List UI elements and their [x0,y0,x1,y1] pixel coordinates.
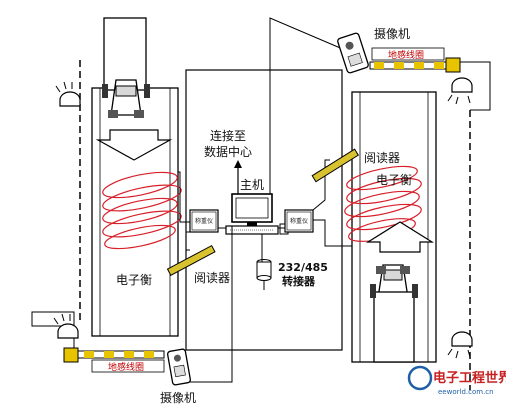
traffic-light-icon [447,77,473,105]
induction-coil-right [344,165,422,242]
traffic-light-icon [53,313,79,339]
loop-bottom-box [91,359,165,373]
barrier-gate-top [369,57,461,73]
eeworld-logo-icon [407,365,433,391]
reader-left-icon [166,244,216,276]
direction-arrow-down-icon [95,129,173,161]
watermark-url: eeworld.com.cn [438,388,494,396]
traffic-light-icon [55,81,81,107]
watermark-title: 电子工程世界 [433,370,506,386]
left-platform [91,87,179,337]
connect-label-line1: 连接至 [210,128,246,143]
reader-left-label: 阅读器 [194,271,230,285]
weighing-indicator-right-label: 称重仪 [290,217,308,225]
arrow-up-icon [234,160,242,168]
host-computer-icon [225,193,289,235]
eeworld-watermark: 电子工程世界 eeworld.com.cn [407,365,506,396]
converter-icon [256,259,272,290]
loop-bottom-label: 地感线圈 [108,361,144,373]
left-lane [91,17,182,337]
camera-bottom-label: 摄像机 [160,390,196,405]
truck-icon [370,264,418,363]
weighing-indicator-left: 称重仪 [189,209,219,233]
scale-right-label: 电子衡 [376,173,412,187]
direction-arrow-up-icon [365,221,435,253]
induction-coil-left [102,171,182,250]
camera-top-label: 摄像机 [374,26,410,41]
weighing-indicator-right: 称重仪 [284,209,314,233]
scale-left-label: 电子衡 [116,273,152,287]
weighing-indicator-left-label: 称重仪 [195,217,213,225]
loop-top-box [371,47,445,61]
truck-icon [102,17,150,118]
converter-label-line1: 232/485 [278,261,328,274]
connect-label-line2: 数据中心 [204,144,252,159]
traffic-light-icon [447,331,473,359]
reader-right-icon [311,148,360,183]
host-label: 主机 [240,178,264,192]
camera-bottom-icon [167,348,191,386]
loop-top-label: 地感线圈 [388,49,424,61]
converter-label-line2: 转接器 [282,274,316,288]
barrier-gate-bottom [63,347,165,363]
reader-right-label: 阅读器 [364,151,400,165]
right-lane [344,91,437,363]
camera-top-icon [337,32,369,74]
control-room-outline [185,69,343,351]
